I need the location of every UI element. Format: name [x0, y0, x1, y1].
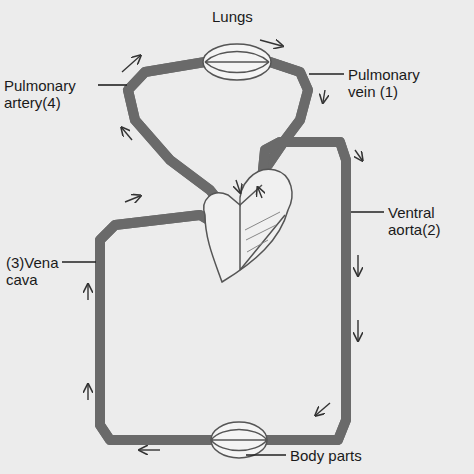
heart [204, 169, 292, 282]
lung-capillaries [203, 44, 271, 80]
vessel-label: (3)Vena cava [6, 254, 62, 288]
organ-label: Lungs [212, 8, 292, 25]
flow-arrows [88, 40, 362, 450]
organ-label: Body parts [290, 447, 410, 464]
blood-vessels [100, 62, 346, 440]
vessel-label: Pulmonary vein (1) [348, 66, 448, 100]
body-capillaries [211, 422, 267, 458]
vessel-label: Ventral aorta(2) [388, 204, 468, 238]
leader-lines [62, 74, 384, 455]
vessel-label: Pulmonary artery(4) [4, 77, 94, 111]
